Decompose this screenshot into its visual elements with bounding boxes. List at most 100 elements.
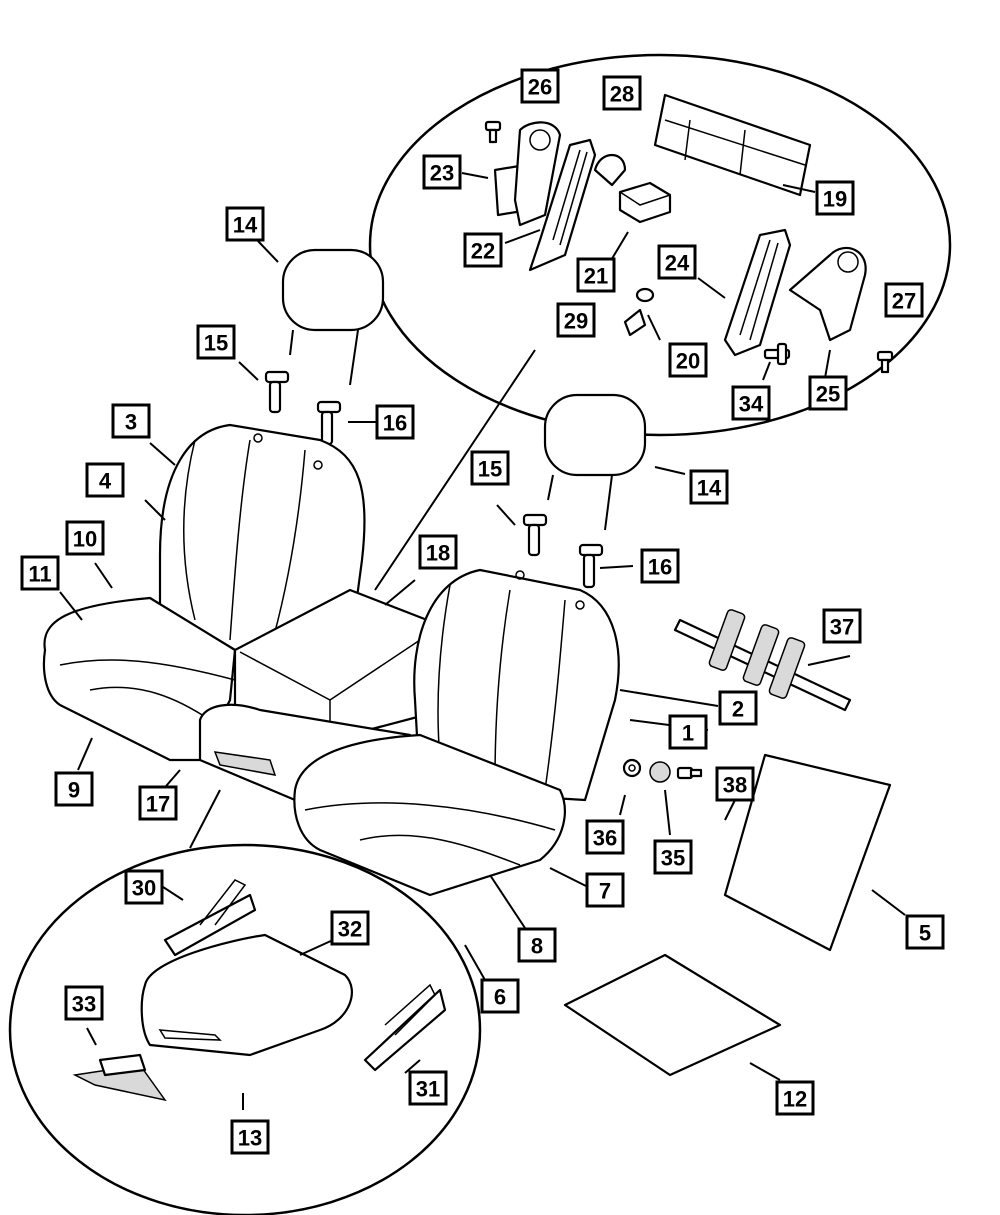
callout-box [375,404,415,440]
seat-cushion-right [293,733,566,897]
callout-box [330,910,370,946]
callout-number: 10 [73,527,97,552]
headrest-left [281,248,385,386]
callout-number: 14 [233,213,258,238]
callout-number: 16 [648,555,672,580]
callout-number: 5 [919,921,931,946]
callout-number: 37 [830,615,854,640]
recliner-cover-26 [513,121,562,227]
knob-35 [649,761,671,783]
callout-box [905,914,945,950]
screw [676,766,703,780]
callout-box [124,869,164,905]
callout-4: 4 [85,462,125,498]
callout-15a: 15 [196,324,236,360]
pad-38-5 [723,753,892,952]
callout-number: 12 [783,1087,807,1112]
callout-1: 1 [668,714,708,750]
leader-lines [59,172,906,1110]
callout-number: 20 [676,349,700,374]
callout-box [225,206,265,242]
knob-small [593,154,627,187]
callout-28: 28 [602,75,642,111]
callout-number: 35 [661,846,685,871]
cushion-pan-32 [140,933,353,1057]
pad-12 [563,953,782,1077]
callout-box [808,375,848,411]
callout-25: 25 [808,375,848,411]
callout-number: 31 [416,1077,440,1102]
headrest-guide-left-15 [264,370,290,414]
callout-box [517,927,557,963]
callout-box [718,690,758,726]
handle-21 [618,181,672,224]
callout-box [480,978,520,1014]
callout-number: 11 [28,562,51,587]
callout-number: 29 [564,309,588,334]
callout-number: 8 [531,934,543,959]
callout-box [196,324,236,360]
callout-number: 27 [892,289,916,314]
callout-20: 20 [668,342,708,378]
callout-26: 26 [520,68,560,104]
callout-box [815,180,855,216]
callout-19: 19 [815,180,855,216]
callout-14a: 14 [225,206,265,242]
callout-box [463,232,503,268]
callout-number: 15 [204,331,228,356]
seat-cushion-left [42,596,237,762]
callout-box [657,244,697,280]
callout-number: 23 [430,161,454,186]
callout-box [585,872,625,908]
recliner-mechanism-24 [723,228,792,357]
callout-box [576,257,616,293]
callout-number: 7 [599,879,611,904]
handle-33 [72,1053,167,1102]
detail-oval-bottom [8,843,482,1215]
callout-5: 5 [905,914,945,950]
callout-labels: 1234567891011121314141515161617181920212… [20,68,945,1155]
seat-back-right [413,568,620,802]
callout-box [65,520,105,556]
callout-11: 11 [20,555,60,591]
callout-box [470,450,510,486]
callout-16a: 16 [375,404,415,440]
callout-number: 19 [823,187,847,212]
bolt-top-left [484,120,502,144]
callout-33: 33 [64,985,104,1021]
oval-top-connector [374,349,536,591]
callout-23: 23 [422,154,462,190]
seat-adjuster-37 [673,609,852,712]
callout-box [138,785,178,821]
callout-box [775,1080,815,1116]
callout-number: 18 [426,541,450,566]
bolt-34 [763,342,791,366]
callout-number: 13 [238,1126,262,1151]
panel-19 [653,93,812,197]
detail-oval-top [368,53,952,437]
callout-box [556,302,596,338]
callout-number: 17 [146,792,170,817]
callout-box [408,1070,448,1106]
callout-8: 8 [517,927,557,963]
callout-number: 22 [471,239,495,264]
callout-10: 10 [65,520,105,556]
callout-27: 27 [884,282,924,318]
callout-24: 24 [657,244,697,280]
callout-number: 9 [68,778,80,803]
callout-number: 32 [338,917,362,942]
callout-box [715,766,755,802]
callout-box [731,385,771,421]
callout-number: 16 [383,411,407,436]
callout-box [668,714,708,750]
callout-number: 24 [665,251,690,276]
callout-14b: 14 [689,469,729,505]
bolt-right [876,350,894,374]
recliner-mechanism-22 [528,138,597,272]
callout-box [54,771,94,807]
callout-number: 3 [125,410,137,435]
callout-number: 6 [494,985,506,1010]
callout-box [640,548,680,584]
hinge-30 [163,879,257,957]
